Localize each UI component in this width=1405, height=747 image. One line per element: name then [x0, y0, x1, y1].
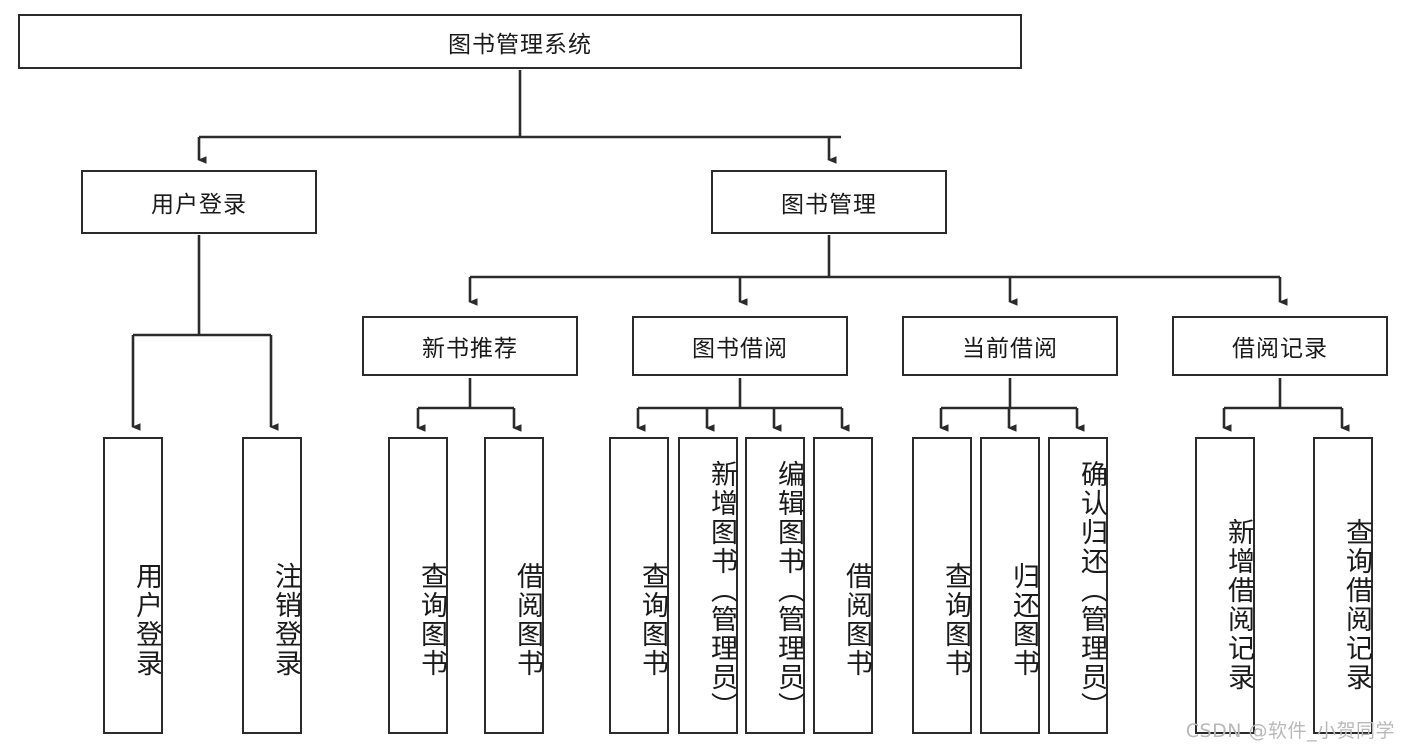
- leaf-edit-book-label: 编辑图书（管理员）: [773, 460, 804, 721]
- leaf-logout-login-label: 注销登录: [270, 561, 301, 678]
- node-root-label: 图书管理系统: [448, 31, 592, 58]
- leaf-user-login-label: 用户登录: [131, 561, 162, 678]
- leaf-query-record[interactable]: 查询借阅记录: [1313, 437, 1373, 734]
- leaf-confirm-return[interactable]: 确认归还（管理员）: [1048, 437, 1108, 734]
- leaf-borrow-book-2[interactable]: 借阅图书: [813, 437, 873, 734]
- leaf-query-book-3[interactable]: 查询图书: [912, 437, 972, 734]
- node-book-borrow-label: 图书借阅: [692, 336, 788, 362]
- leaf-query-book-1-label: 查询图书: [416, 561, 447, 678]
- node-book-borrow[interactable]: 图书借阅: [632, 316, 848, 376]
- leaf-borrow-book-1-label: 借阅图书: [512, 561, 543, 678]
- leaf-query-record-label: 查询借阅记录: [1341, 517, 1372, 692]
- leaf-query-book-2[interactable]: 查询图书: [609, 437, 669, 734]
- node-book-management[interactable]: 图书管理: [711, 170, 947, 234]
- node-new-book-recommend-label: 新书推荐: [422, 336, 518, 362]
- node-current-borrow[interactable]: 当前借阅: [902, 316, 1118, 376]
- leaf-return-book-label: 归还图书: [1008, 561, 1039, 678]
- node-new-book-recommend[interactable]: 新书推荐: [362, 316, 578, 376]
- node-current-borrow-label: 当前借阅: [962, 336, 1058, 362]
- leaf-add-record-label: 新增借阅记录: [1223, 517, 1254, 692]
- node-user-login[interactable]: 用户登录: [81, 170, 317, 234]
- leaf-user-login[interactable]: 用户登录: [103, 437, 163, 734]
- leaf-logout-login[interactable]: 注销登录: [242, 437, 302, 734]
- leaf-query-book-1[interactable]: 查询图书: [388, 437, 448, 734]
- node-borrow-record-label: 借阅记录: [1232, 336, 1328, 362]
- leaf-query-book-3-label: 查询图书: [940, 561, 971, 678]
- leaf-borrow-book-2-label: 借阅图书: [841, 561, 872, 678]
- node-book-management-label: 图书管理: [781, 192, 877, 218]
- csdn-watermark: CSDN @软件_小贺同学: [1185, 720, 1395, 742]
- leaf-confirm-return-label: 确认归还（管理员）: [1076, 460, 1107, 721]
- leaf-borrow-book-1[interactable]: 借阅图书: [484, 437, 544, 734]
- node-user-login-label: 用户登录: [151, 192, 247, 218]
- node-root[interactable]: 图书管理系统: [18, 14, 1022, 69]
- leaf-add-book[interactable]: 新增图书（管理员）: [678, 437, 738, 734]
- leaf-query-book-2-label: 查询图书: [637, 561, 668, 678]
- leaf-edit-book[interactable]: 编辑图书（管理员）: [745, 437, 805, 734]
- leaf-add-record[interactable]: 新增借阅记录: [1195, 437, 1255, 734]
- leaf-add-book-label: 新增图书（管理员）: [706, 460, 737, 721]
- leaf-return-book[interactable]: 归还图书: [980, 437, 1040, 734]
- node-borrow-record[interactable]: 借阅记录: [1172, 316, 1388, 376]
